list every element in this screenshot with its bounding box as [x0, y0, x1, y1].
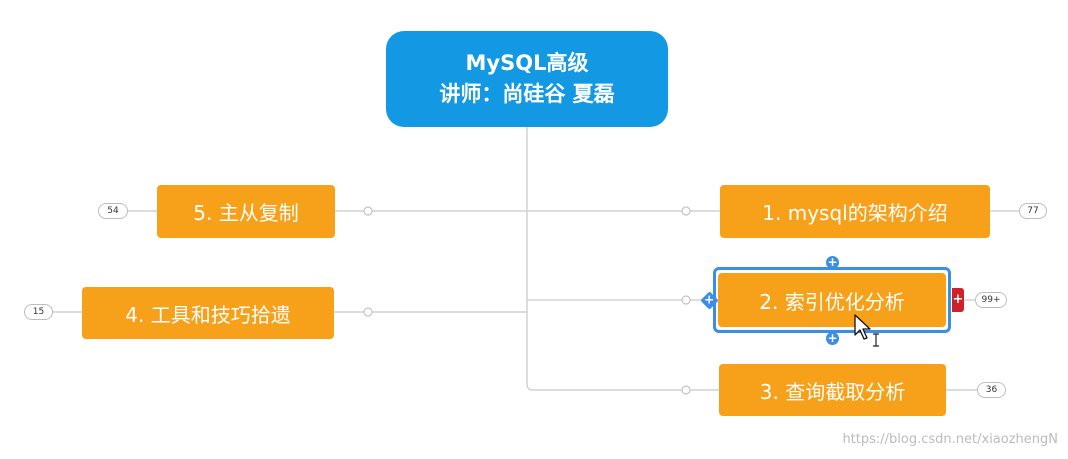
- subtopic-count-badge[interactable]: 15: [24, 304, 53, 320]
- topic-2[interactable]: 2. 索引优化分析: [718, 273, 946, 327]
- add-topic-below-plus-icon[interactable]: +: [826, 331, 839, 345]
- subtopic-count-badge[interactable]: 77: [1019, 203, 1047, 219]
- topic-3[interactable]: 3. 查询截取分析: [719, 364, 946, 416]
- subtopic-count-badge[interactable]: 99+: [975, 292, 1007, 308]
- topic-label: 3. 查询截取分析: [759, 379, 906, 404]
- add-topic-above-plus-icon[interactable]: +: [826, 255, 839, 269]
- expand-subtopics-plus-icon[interactable]: +: [952, 288, 964, 312]
- topic-1[interactable]: 1. mysql的架构介绍: [720, 185, 990, 238]
- watermark: https://blog.csdn.net/xiaozhengN: [842, 432, 1058, 447]
- connection-point: [681, 295, 691, 305]
- topic-5[interactable]: 5. 主从复制: [157, 185, 335, 238]
- connection-point: [363, 206, 373, 216]
- connection-point: [681, 385, 691, 395]
- topic-label: 4. 工具和技巧拾遗: [125, 302, 291, 327]
- central-topic[interactable]: MySQL高级 讲师：尚硅谷 夏磊: [386, 31, 668, 127]
- topic-label: 1. mysql的架构介绍: [762, 201, 948, 225]
- subtopic-count-badge[interactable]: 54: [98, 203, 128, 219]
- trunk-connector: [526, 127, 719, 391]
- central-topic-subtitle: 讲师：尚硅谷 夏磊: [439, 82, 615, 106]
- subtopic-count-badge[interactable]: 36: [977, 382, 1006, 398]
- topic-label: 5. 主从复制: [193, 201, 299, 225]
- topic-label: 2. 索引优化分析: [759, 289, 905, 314]
- connection-point: [681, 206, 691, 216]
- central-topic-title: MySQL高级: [465, 51, 589, 75]
- topic-4[interactable]: 4. 工具和技巧拾遗: [82, 287, 334, 339]
- connection-point: [363, 307, 373, 317]
